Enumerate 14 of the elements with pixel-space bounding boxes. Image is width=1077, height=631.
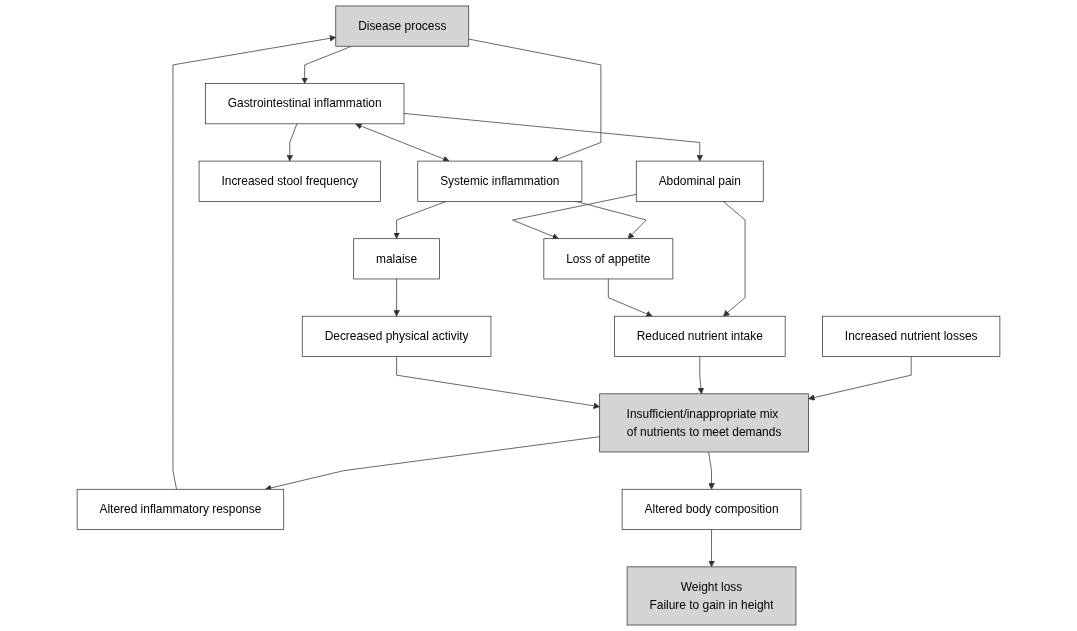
node-box: Insufficient/inappropriate mix of nutrients to meet demands	[599, 393, 809, 453]
node-box: Systemic inflammation	[417, 160, 583, 202]
node-box: Abdominal pain	[635, 160, 764, 202]
node-box: Increased nutrient losses	[822, 315, 1001, 357]
node-box: Weight loss Failure to gain in height	[626, 566, 797, 626]
node-box: Decreased physical activity	[301, 315, 492, 357]
node-box: Disease process	[335, 5, 470, 47]
node-box: Altered inflammatory response	[76, 488, 285, 530]
node-box: Reduced nutrient intake	[614, 315, 786, 357]
node-box: Increased stool frequency	[198, 160, 381, 202]
node-box: Gastrointestinal inflammation	[205, 83, 405, 125]
node-box: malaise	[353, 238, 440, 280]
node-box: Altered body composition	[621, 488, 802, 530]
node-box: Loss of appetite	[543, 238, 674, 280]
